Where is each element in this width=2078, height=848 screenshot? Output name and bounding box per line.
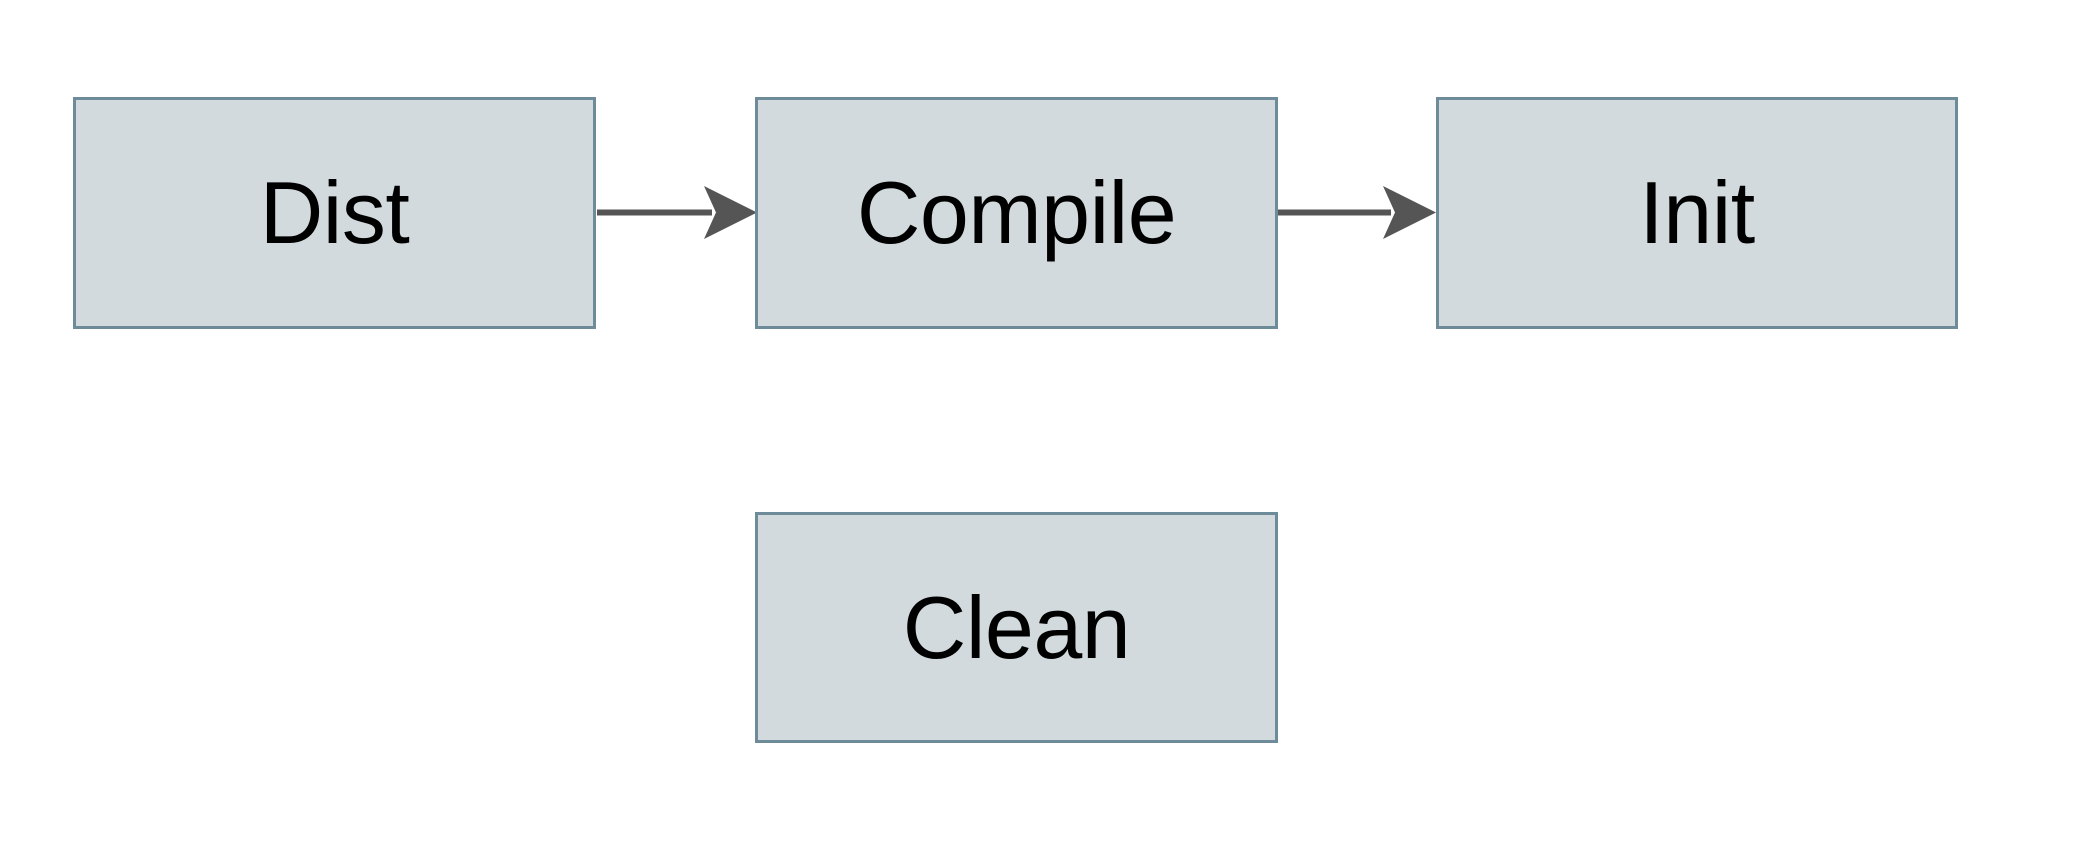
arrowhead-icon bbox=[704, 186, 757, 239]
node-compile[interactable]: Compile bbox=[755, 97, 1278, 329]
arrowhead-icon bbox=[1383, 186, 1436, 239]
node-clean[interactable]: Clean bbox=[755, 512, 1278, 743]
node-dist[interactable]: Dist bbox=[73, 97, 596, 329]
node-clean-label: Clean bbox=[902, 577, 1131, 677]
node-init[interactable]: Init bbox=[1436, 97, 1958, 329]
node-compile-label: Compile bbox=[856, 163, 1177, 262]
edge-compile-to-init[interactable] bbox=[1278, 186, 1436, 239]
node-dist-label: Dist bbox=[259, 163, 410, 262]
node-init-label: Init bbox=[1639, 163, 1755, 262]
edge-dist-to-compile[interactable] bbox=[597, 186, 757, 239]
